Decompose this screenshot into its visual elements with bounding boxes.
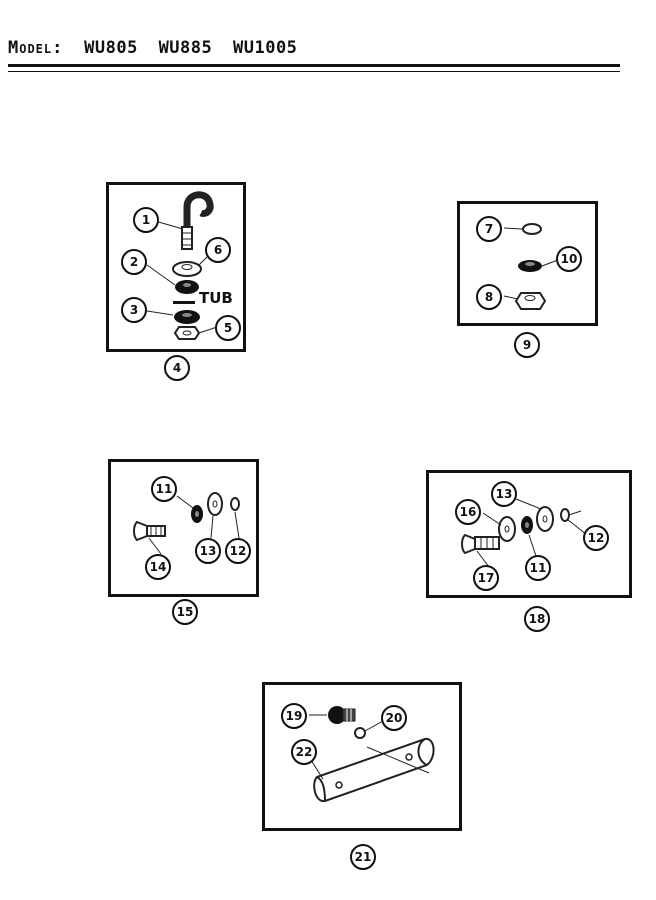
header-rule-thick: [8, 64, 620, 67]
part-callout: 12: [225, 538, 251, 564]
model-number: WU805: [84, 38, 138, 58]
washer-7: [522, 223, 542, 235]
knob-19: [328, 706, 346, 724]
diagram-b-drawing: [503, 223, 559, 310]
group-callout: 9: [514, 332, 540, 358]
group-callout: 18: [524, 606, 550, 632]
hook-bolt: [183, 191, 214, 231]
part-callout: 1: [133, 207, 159, 233]
part-callout: 6: [205, 237, 231, 263]
group-callout: 15: [172, 599, 198, 625]
group-callout: 4: [164, 355, 190, 381]
ring-20: [354, 727, 366, 739]
diagram-d-drawing: [461, 496, 588, 568]
diagram-box-d: 16 13 12 11 17: [426, 470, 632, 598]
part-callout: 13: [491, 481, 517, 507]
screw-14: [133, 520, 148, 542]
part-callout: 20: [381, 705, 407, 731]
part-callout: 13: [195, 538, 221, 564]
group-callout: 21: [350, 844, 376, 870]
part-callout: 22: [291, 739, 317, 765]
channel-22: [313, 737, 435, 803]
part-callout: 12: [583, 525, 609, 551]
part-callout: 8: [476, 284, 502, 310]
part-callout: 14: [145, 554, 171, 580]
part-callout: 5: [215, 315, 241, 341]
part-callout: 16: [455, 499, 481, 525]
model-number: WU885: [158, 38, 213, 58]
diagram-box-a: TUB 1 6 2 3 5: [106, 182, 246, 352]
part-callout: 11: [525, 555, 551, 581]
diagram-box-c: 11 13 12 14: [108, 459, 259, 597]
nut-8: [514, 292, 547, 310]
part-callout: 10: [556, 246, 582, 272]
part-callout: 2: [121, 249, 147, 275]
model-header: Model: WU805 WU885 WU1005: [8, 38, 297, 58]
part-callout: 11: [151, 476, 177, 502]
header-rule-thin: [8, 71, 620, 72]
bolt-shank: [181, 226, 193, 250]
part-callout: 19: [281, 703, 307, 729]
bolt-17: [461, 533, 476, 555]
diagram-e-drawing: [308, 706, 435, 803]
tub-line: [173, 301, 195, 304]
clip-12: [230, 497, 240, 511]
part-callout: 3: [121, 297, 147, 323]
model-label: Model:: [8, 38, 64, 58]
diagram-box-e: 19 20 22: [262, 682, 462, 831]
diagram-a-drawing: [146, 191, 218, 340]
model-number: WU1005: [233, 38, 298, 58]
diagram-c-drawing: [133, 492, 240, 555]
part-callout: 7: [476, 216, 502, 242]
diagram-box-b: 7 10 8: [457, 201, 598, 326]
part-callout: 17: [473, 565, 499, 591]
tub-label: TUB: [199, 289, 233, 307]
